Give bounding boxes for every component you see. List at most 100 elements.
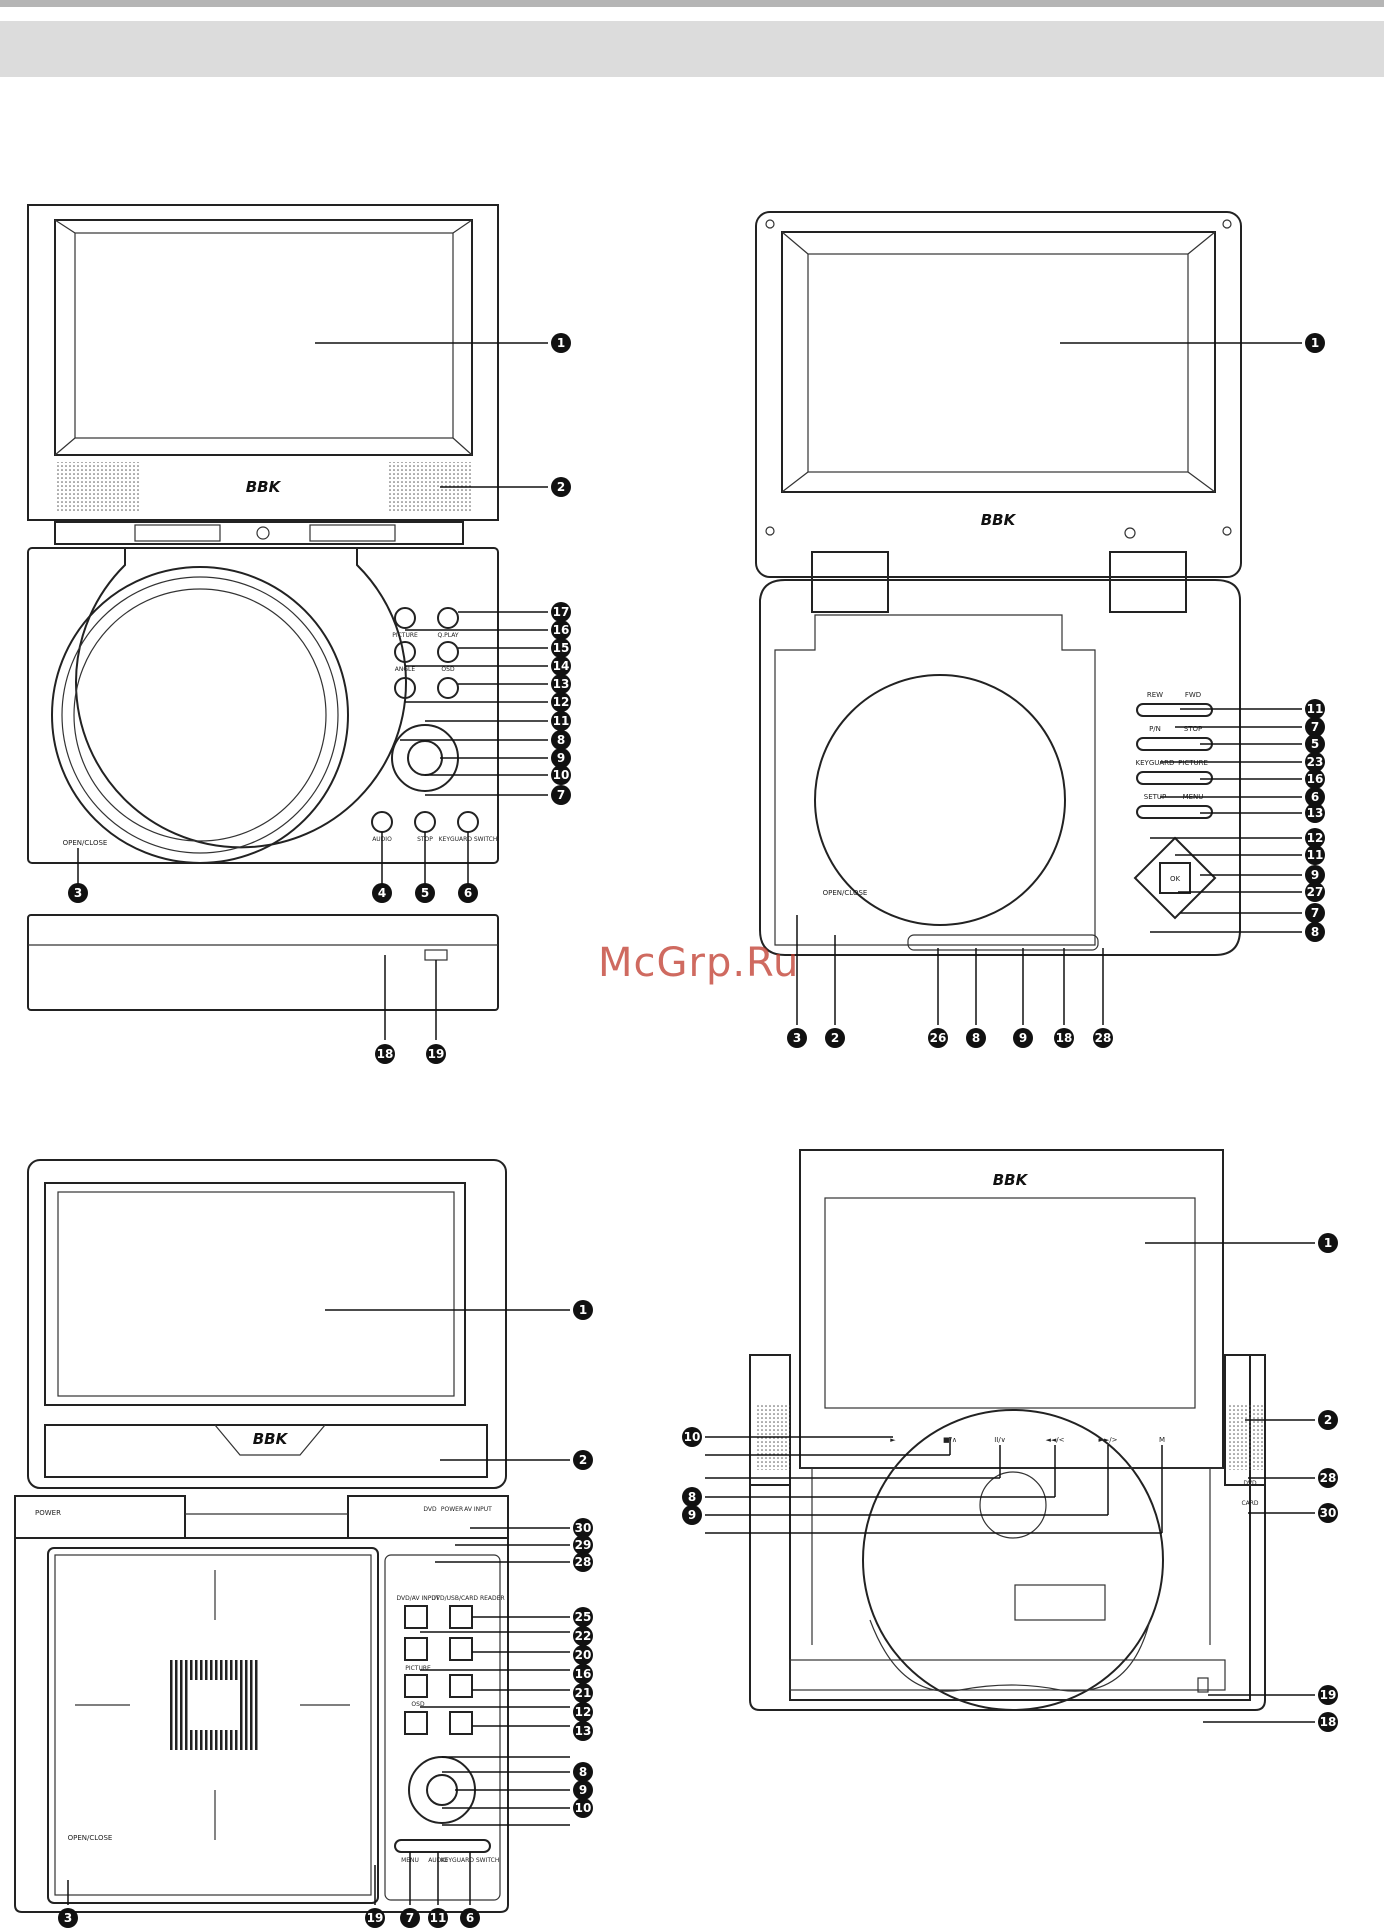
callout-badge: 16 [551, 620, 571, 640]
svg-text:M: M [1159, 1436, 1165, 1444]
svg-text:OSD: OSD [411, 1701, 425, 1708]
svg-text:7: 7 [1311, 906, 1319, 920]
svg-text:27: 27 [1307, 885, 1324, 899]
svg-text:26: 26 [930, 1031, 947, 1045]
callout-badge: 9 [551, 748, 571, 768]
svg-text:1: 1 [557, 336, 565, 350]
panel-a-buttons: PICTURE Q.PLAY ANGLE OSD AUDIO STOP KEYG… [371, 607, 497, 843]
brand-logo: BBK [253, 1430, 289, 1448]
svg-text:REW: REW [1147, 691, 1163, 699]
svg-text:30: 30 [575, 1521, 592, 1535]
callout-badge: 28 [1318, 1468, 1338, 1488]
svg-text:5: 5 [1311, 737, 1319, 751]
svg-text:21: 21 [575, 1686, 592, 1700]
svg-text:3: 3 [74, 886, 82, 900]
svg-text:8: 8 [579, 1765, 587, 1779]
callout-badge: 16 [1305, 769, 1325, 789]
svg-text:8: 8 [1311, 925, 1319, 939]
svg-text:28: 28 [1095, 1031, 1112, 1045]
callout-badge: 2 [825, 1028, 845, 1048]
svg-text:POWER: POWER [35, 1509, 61, 1517]
svg-text:2: 2 [557, 480, 565, 494]
callout-badge: 26 [928, 1028, 948, 1048]
brand-logo: BBK [993, 1171, 1029, 1189]
panel-d-leaders [705, 1242, 1315, 1723]
panel-d-device: BBK ► ■/∧ II/∨ ◄◄/< ►►/> M DVD CARD [749, 1149, 1266, 1711]
svg-text:16: 16 [553, 623, 570, 637]
speaker-grill-right [1228, 1405, 1263, 1470]
callout-badge: 11 [1305, 699, 1325, 719]
svg-text:DVD: DVD [423, 1506, 437, 1513]
svg-text:PICTURE: PICTURE [1178, 759, 1208, 767]
svg-text:AV INPUT: AV INPUT [464, 1506, 492, 1513]
svg-text:20: 20 [575, 1648, 592, 1662]
callout-badge: 19 [426, 1044, 446, 1064]
svg-text:10: 10 [684, 1430, 701, 1444]
callout-badge: 12 [551, 692, 571, 712]
svg-text:13: 13 [575, 1724, 592, 1738]
svg-text:9: 9 [1311, 868, 1319, 882]
callout-badge: 19 [1318, 1685, 1338, 1705]
callout-badge: 11 [551, 711, 571, 731]
svg-text:3: 3 [793, 1031, 801, 1045]
callout-badge: 8 [1305, 922, 1325, 942]
callout-badge: 20 [573, 1645, 593, 1665]
callout-badge: 30 [573, 1518, 593, 1538]
svg-text:11: 11 [1307, 702, 1324, 716]
panel-c-callouts: 1 2 30 29 28 25 22 20 16 21 12 13 8 9 10… [58, 1300, 593, 1928]
callout-badge: 19 [365, 1908, 385, 1928]
svg-text:16: 16 [575, 1667, 592, 1681]
svg-text:1: 1 [1311, 336, 1319, 350]
svg-text:29: 29 [575, 1538, 592, 1552]
svg-text:22: 22 [575, 1629, 592, 1643]
callout-badge: 18 [1318, 1712, 1338, 1732]
svg-text:11: 11 [1307, 848, 1324, 862]
callout-badge: 29 [573, 1535, 593, 1555]
svg-text:12: 12 [1307, 831, 1324, 845]
callout-badge: 30 [1318, 1503, 1338, 1523]
svg-text:DVD/USB/CARD READER: DVD/USB/CARD READER [431, 1595, 504, 1602]
callout-badge: 25 [573, 1607, 593, 1627]
callout-badge: 7 [1305, 903, 1325, 923]
svg-text:23: 23 [1307, 755, 1324, 769]
callout-badge: 22 [573, 1626, 593, 1646]
svg-text:17: 17 [553, 605, 570, 619]
svg-text:2: 2 [579, 1453, 587, 1467]
callout-badge: 11 [1305, 845, 1325, 865]
brand-logo: BBK [981, 511, 1017, 529]
callout-badge: 1 [1305, 333, 1325, 353]
svg-text:13: 13 [553, 677, 570, 691]
svg-text:9: 9 [579, 1783, 587, 1797]
top-rule [0, 0, 1384, 7]
callout-badge: 13 [573, 1721, 593, 1741]
svg-text:19: 19 [1320, 1688, 1337, 1702]
svg-text:◄◄/<: ◄◄/< [1046, 1436, 1065, 1444]
svg-text:7: 7 [406, 1911, 414, 1925]
callout-badge: 3 [787, 1028, 807, 1048]
svg-text:10: 10 [553, 768, 570, 782]
svg-text:7: 7 [557, 788, 565, 802]
brand-logo: BBK [246, 478, 282, 496]
svg-text:9: 9 [688, 1508, 696, 1522]
panel-d-callouts: 1 2 10 28 8 9 30 19 18 [682, 1233, 1338, 1732]
callout-badge: 9 [573, 1780, 593, 1800]
panel-c-leaders [67, 1309, 570, 1905]
callout-badge: 27 [1305, 882, 1325, 902]
panel-a-device: BBK OPEN/CLOSE PICTURE Q.PLAY ANGLE OSD … [27, 204, 499, 1011]
svg-text:6: 6 [466, 1911, 474, 1925]
svg-text:1: 1 [579, 1303, 587, 1317]
svg-text:►►/>: ►►/> [1099, 1436, 1118, 1444]
svg-text:P/N: P/N [1149, 725, 1161, 733]
panel-a-leaders [77, 342, 548, 1040]
svg-text:10: 10 [575, 1801, 592, 1815]
speaker-grill-left [55, 462, 140, 512]
svg-text:STOP: STOP [1184, 725, 1202, 733]
callout-badge: 10 [551, 765, 571, 785]
callout-badge: 6 [460, 1908, 480, 1928]
svg-text:8: 8 [688, 1490, 696, 1504]
svg-text:15: 15 [553, 641, 570, 655]
panel-d-touch-buttons: ► ■/∧ II/∨ ◄◄/< ►►/> M [890, 1436, 1165, 1444]
svg-text:28: 28 [575, 1555, 592, 1569]
svg-text:18: 18 [377, 1047, 394, 1061]
